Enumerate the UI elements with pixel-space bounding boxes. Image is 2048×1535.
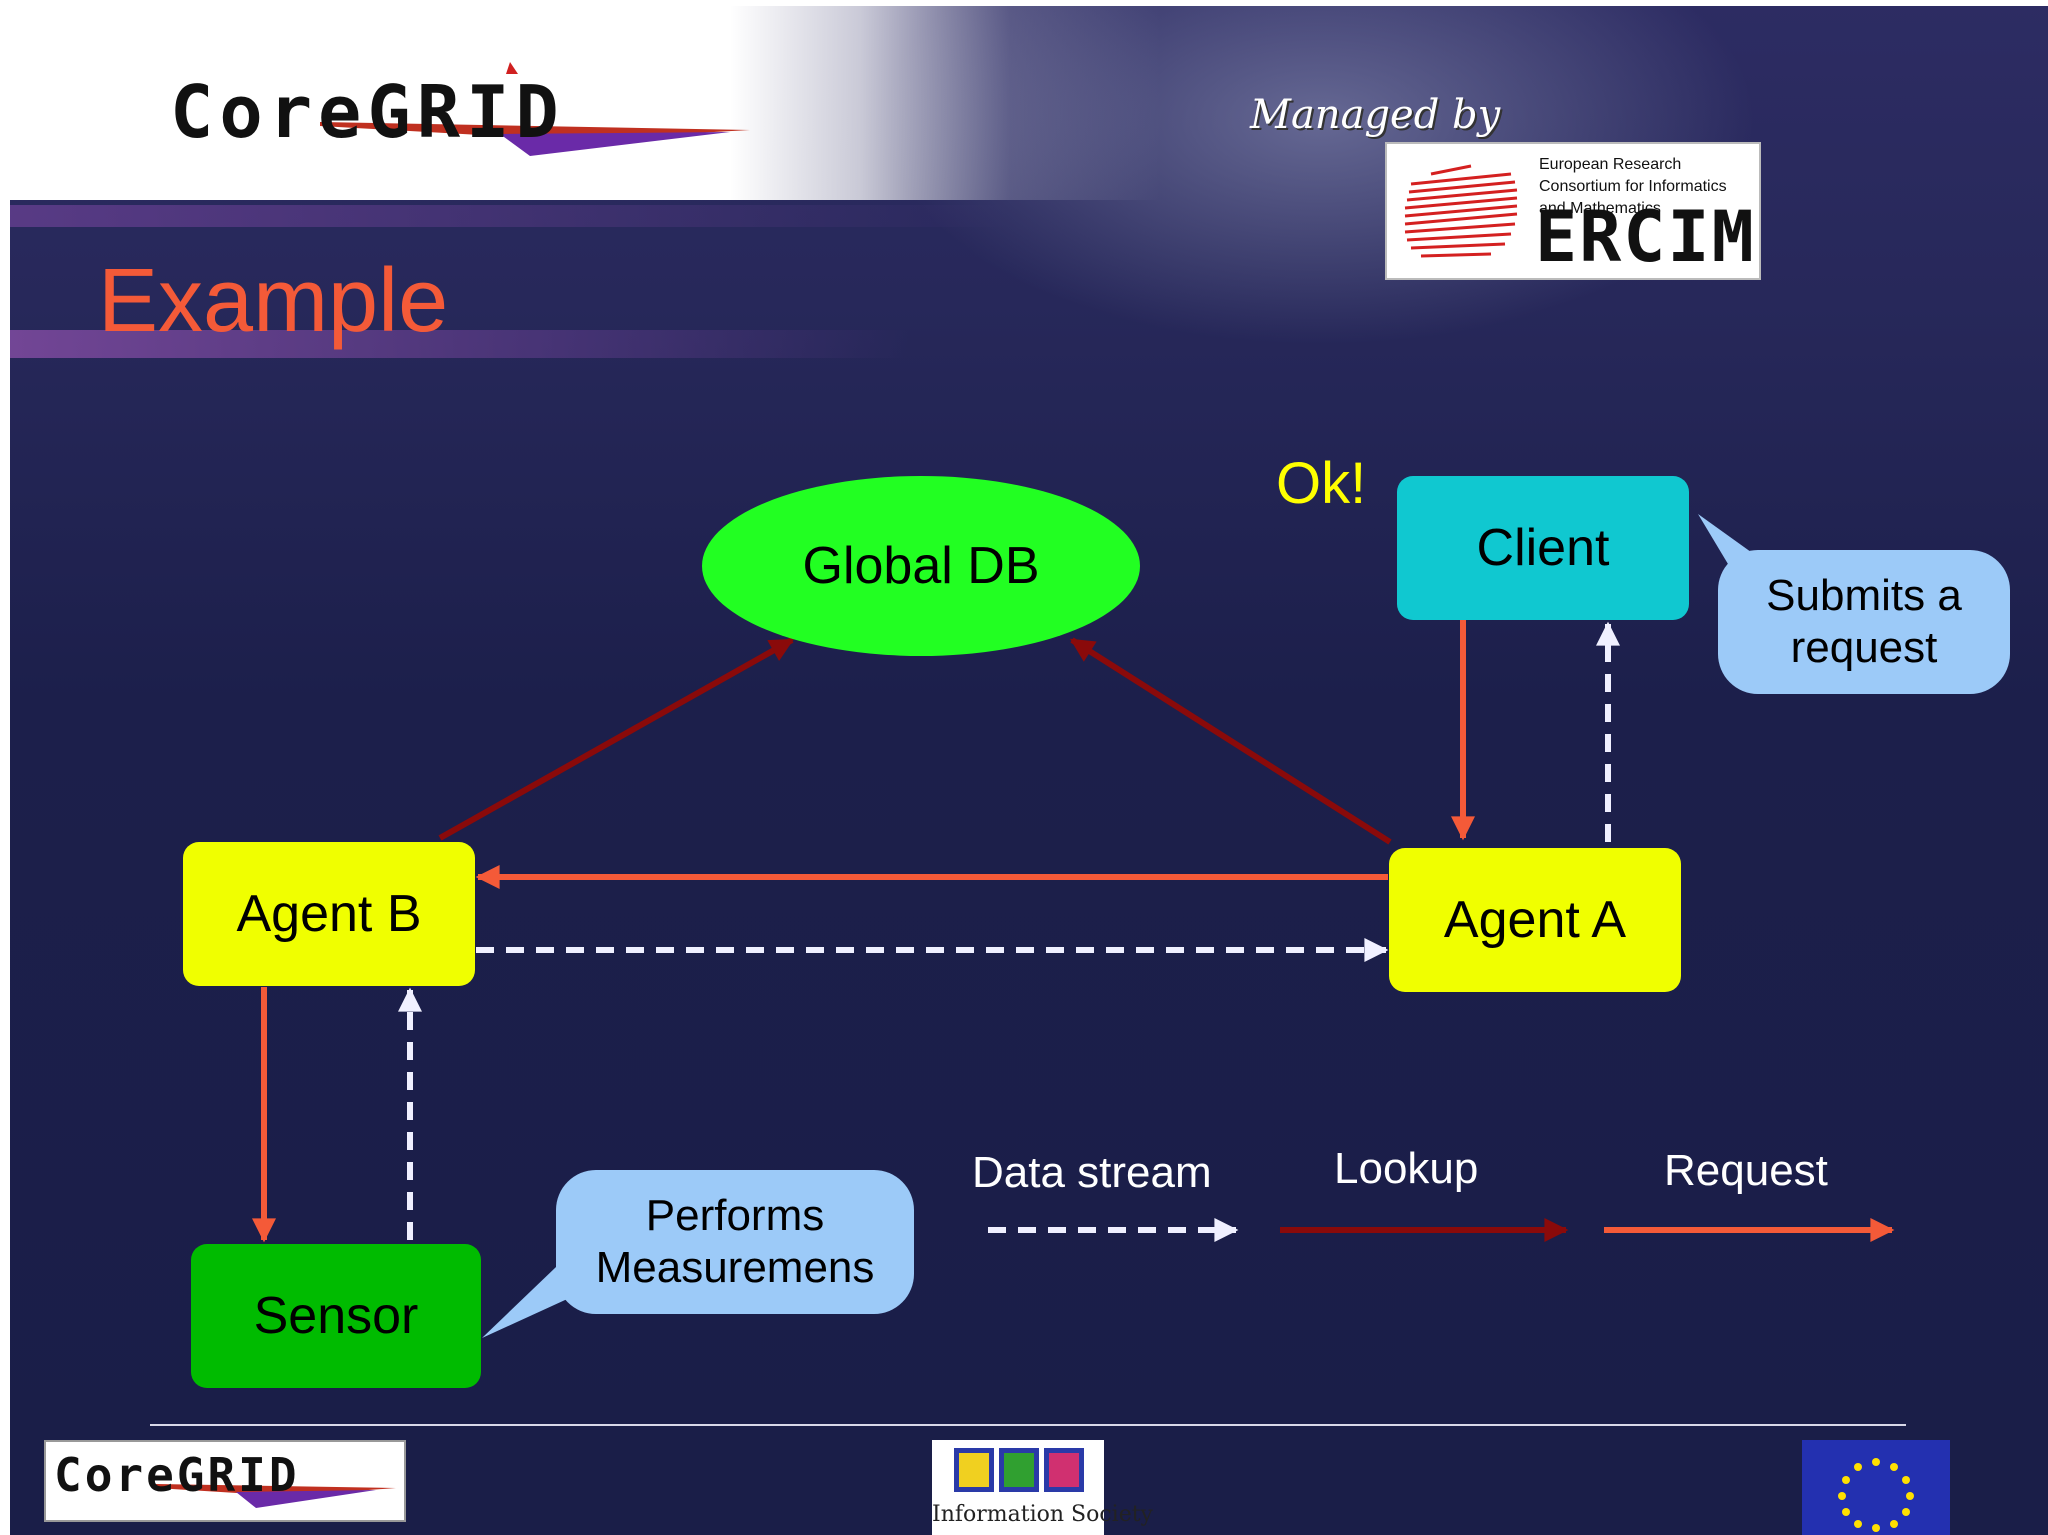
legend-data-stream-label: Data stream <box>972 1148 1212 1197</box>
agent-b-node: Agent B <box>183 842 475 986</box>
ok-label: Ok! <box>1276 451 1367 516</box>
client-node: Client <box>1397 476 1689 620</box>
legend-request-label: Request <box>1664 1146 1828 1195</box>
footer-divider <box>150 1424 1906 1426</box>
left-border-strip <box>0 0 10 1535</box>
managed-by-label: Managed by <box>1250 92 1501 138</box>
ercim-subtitle: European Research Consortium for Informa… <box>1539 156 1727 217</box>
lookup-arrow-agentb-globaldb <box>438 637 795 841</box>
sensor-node: Sensor <box>191 1244 481 1388</box>
eu-flag-icon <box>1802 1440 1950 1535</box>
coregrid-swoosh-icon <box>320 62 750 156</box>
footer-ist-logo: Information Society <box>932 1440 1153 1535</box>
title-glow-top <box>10 205 1010 227</box>
ist-tiles-icon <box>954 1448 1084 1492</box>
legend-lookup-label: Lookup <box>1334 1144 1479 1193</box>
header-top-strip <box>0 0 2048 6</box>
ercim-cube-icon <box>1404 164 1518 258</box>
coregrid-logo: CoreGRID <box>170 60 770 170</box>
ercim-name: ERCIM <box>1535 196 1756 278</box>
global-db-node: Global DB <box>702 476 1140 656</box>
ercim-logo: European Research Consortium for Informa… <box>1385 142 1761 280</box>
client-callout: Submits a request <box>1718 550 2010 694</box>
sensor-callout: Performs Measuremens <box>556 1170 914 1314</box>
coregrid-logo-text: CoreGRID <box>170 70 565 154</box>
footer-coregrid-logo-text: CoreGRID <box>54 1448 300 1502</box>
title-glow <box>10 330 910 358</box>
footer-coregrid-swoosh-icon <box>156 1484 396 1508</box>
agent-a-node: Agent A <box>1389 848 1681 992</box>
lookup-arrow-agenta-globaldb <box>1069 637 1392 845</box>
slide-title: Example <box>98 251 449 351</box>
footer-ist-label: Information Society <box>932 1502 1153 1527</box>
footer-coregrid-logo: CoreGRID <box>44 1440 406 1522</box>
eu-stars-icon <box>1838 1458 1914 1532</box>
